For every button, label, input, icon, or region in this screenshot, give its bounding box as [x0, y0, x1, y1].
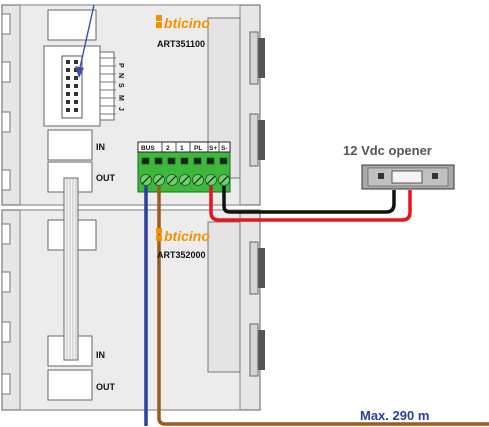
- svg-text:BUS: BUS: [141, 145, 155, 152]
- brand-logo: [156, 15, 162, 28]
- terminal-labels: BUS 2 1 PL S+ S-: [141, 145, 228, 152]
- svg-text:S+: S+: [209, 145, 217, 152]
- svg-text:1: 1: [180, 145, 184, 152]
- module-art351100: [1, 4, 265, 206]
- brand-text: bticino: [164, 228, 210, 244]
- opener-wire-red: [209, 186, 412, 222]
- in-label-top: IN: [96, 142, 105, 152]
- opener-wires: [209, 186, 412, 222]
- opener-wire-black: [222, 186, 396, 214]
- svg-text:S-: S-: [221, 145, 228, 152]
- brand-logo: [156, 228, 162, 241]
- svg-text:2: 2: [166, 145, 170, 152]
- svg-text:J: J: [117, 107, 124, 111]
- out-label-top: OUT: [96, 173, 116, 183]
- dip-labels: P N S M J: [117, 63, 124, 111]
- ribbon-cable: [63, 177, 79, 361]
- svg-text:P: P: [117, 63, 124, 68]
- brand-text: bticino: [164, 15, 210, 31]
- svg-text:PL: PL: [194, 145, 202, 152]
- out-label-bottom: OUT: [96, 382, 116, 392]
- bus-wires: [144, 186, 489, 426]
- module-art352000: [1, 209, 265, 411]
- opener-label: 12 Vdc opener: [343, 143, 432, 158]
- svg-text:S: S: [117, 83, 124, 88]
- door-opener: [361, 164, 455, 190]
- svg-text:N: N: [117, 73, 124, 78]
- bus-wire-brown: [157, 186, 489, 426]
- model-label-bottom: ART352000: [157, 250, 206, 260]
- terminal-block: [140, 157, 230, 186]
- pointer-arrow: [75, 4, 95, 78]
- svg-text:M: M: [117, 95, 124, 101]
- distance-label: Max. 290 m: [360, 408, 429, 423]
- model-label-top: ART351100: [157, 39, 205, 49]
- in-label-bottom: IN: [96, 350, 105, 360]
